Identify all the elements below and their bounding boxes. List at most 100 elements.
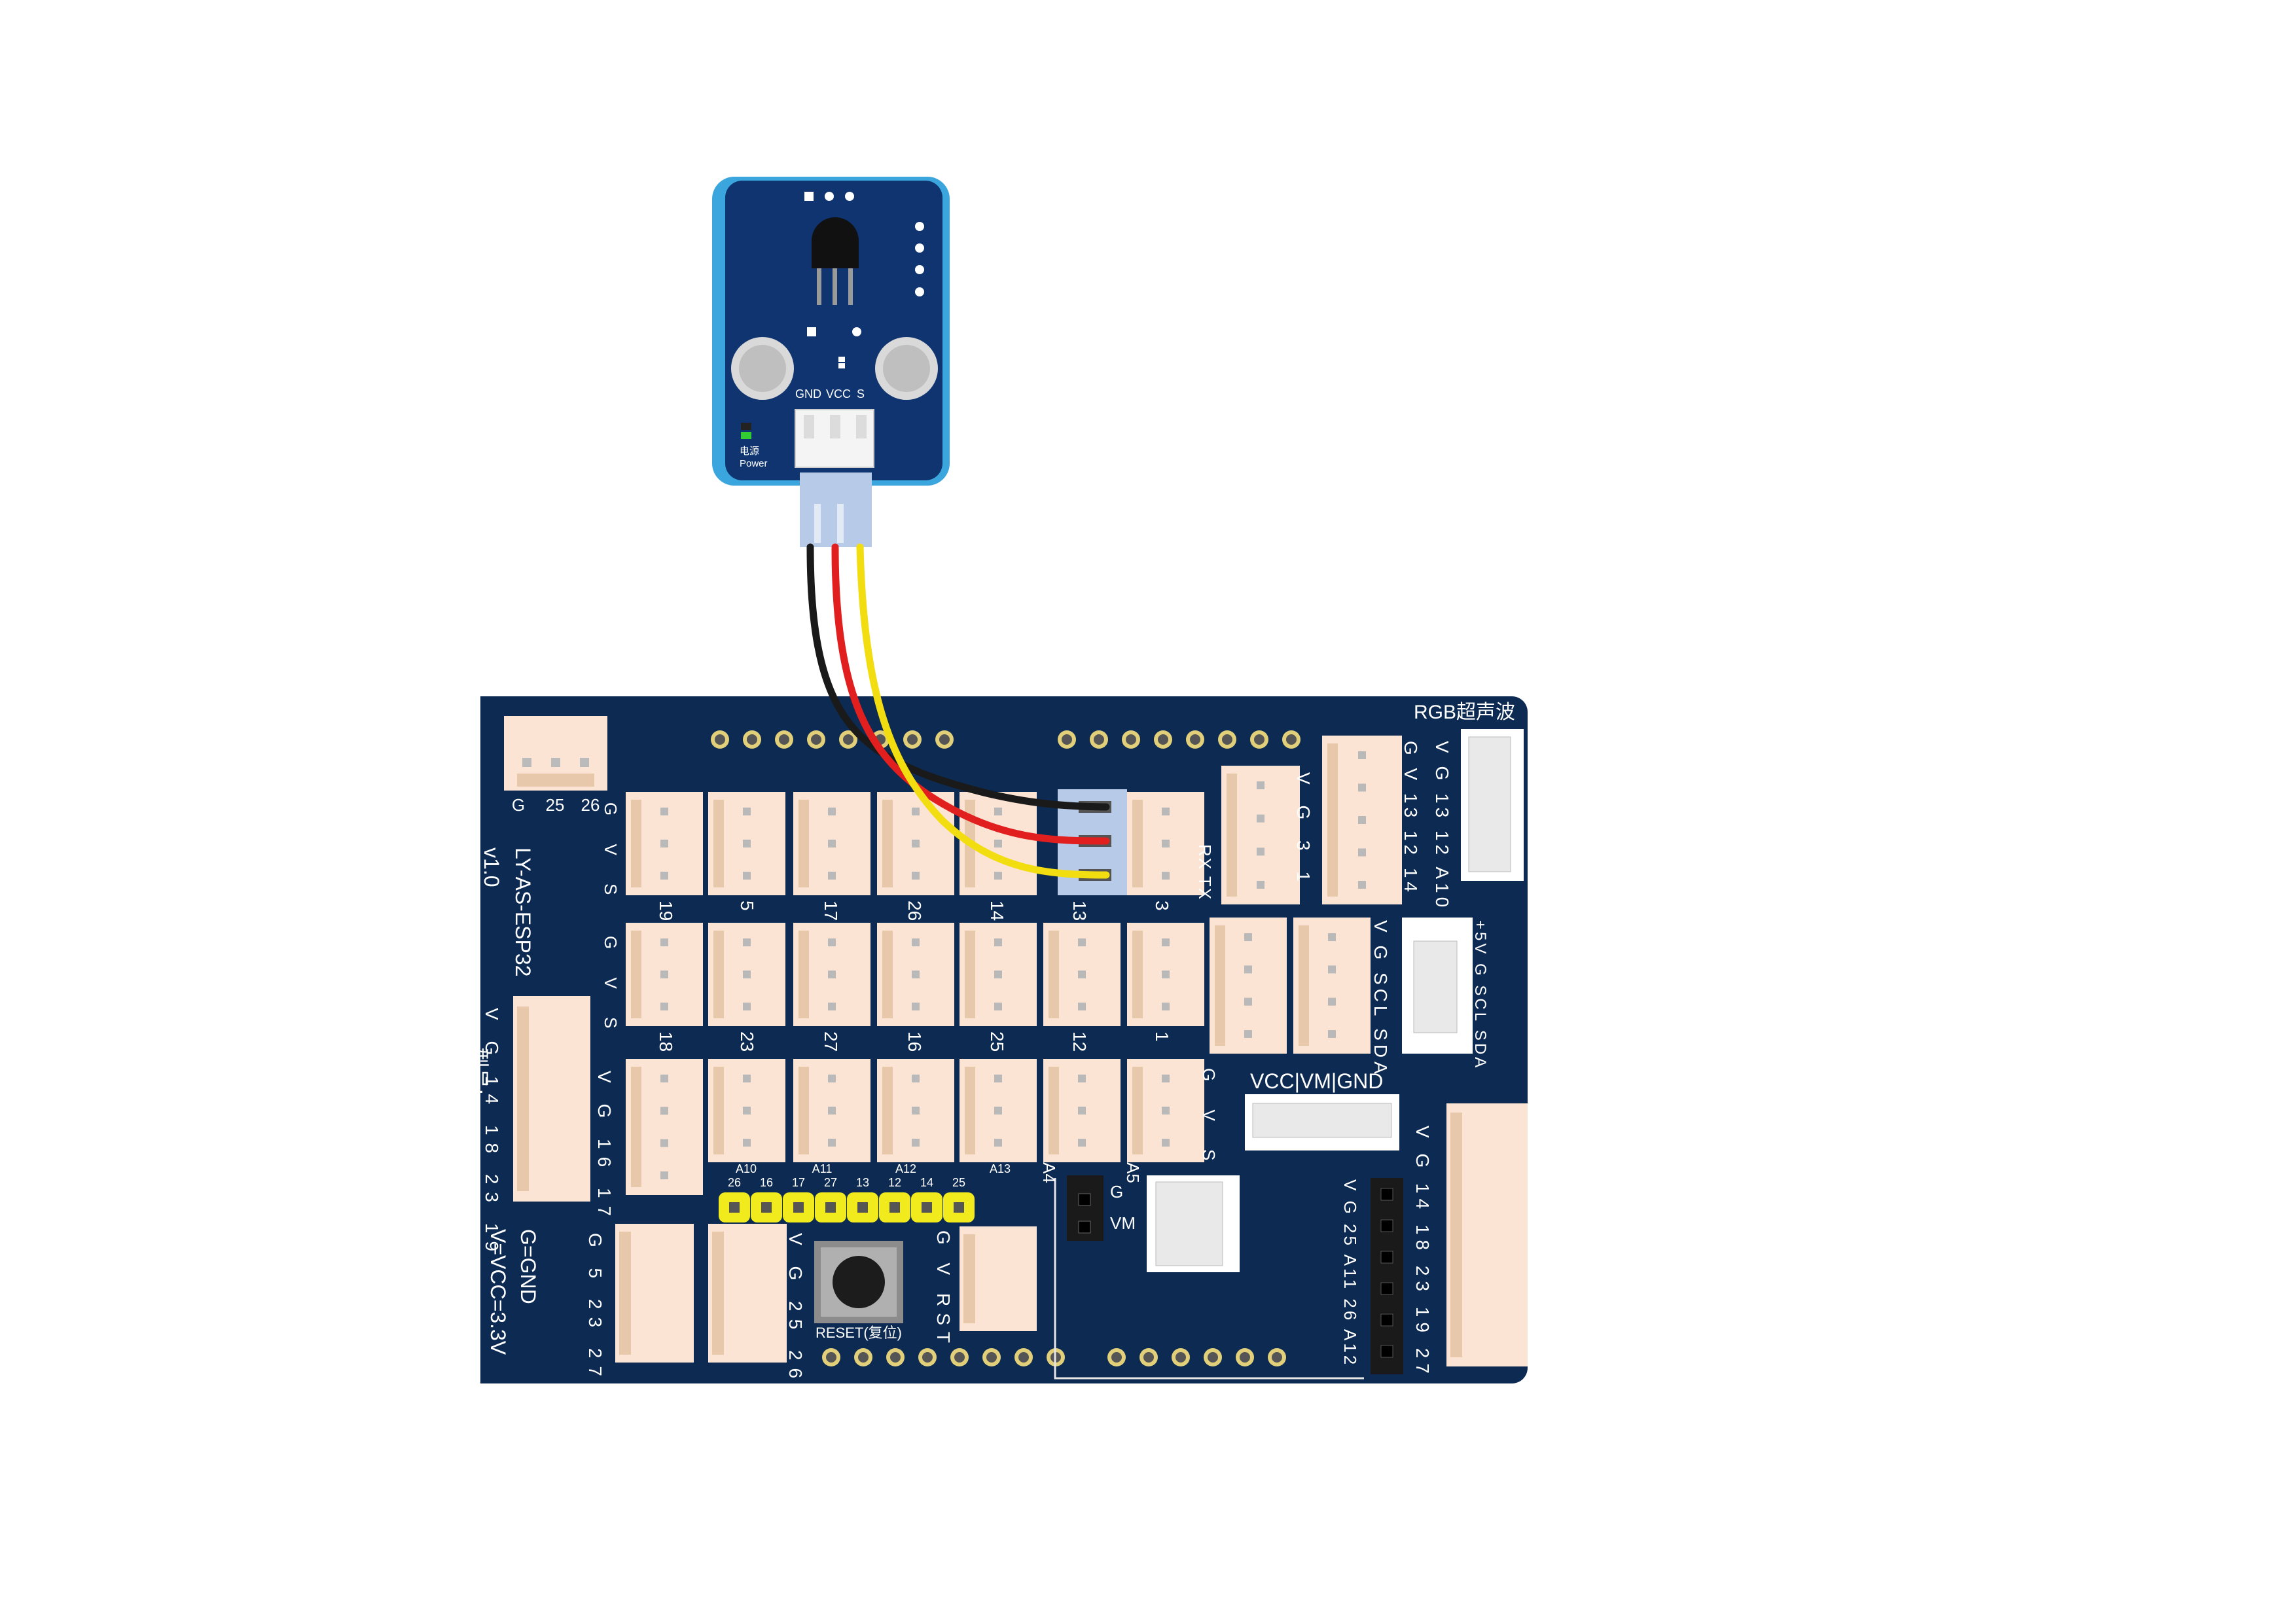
row3-side-label: G V S — [1199, 1068, 1219, 1172]
port-label: 18 — [656, 1031, 676, 1052]
header-hole — [1014, 1348, 1033, 1366]
left-row3-pins-label: V G 16 17 — [594, 1071, 615, 1224]
yellow-pin-header — [719, 1192, 975, 1222]
wire-gnd — [806, 543, 1110, 811]
pin-25-label: 25 — [546, 795, 565, 815]
i2c-side-pins-label: V G SCL SDA — [1371, 920, 1391, 1078]
legend-v-vcc: V=VCC=3.3V — [486, 1229, 510, 1355]
yellow-header-num: 14 — [920, 1176, 933, 1189]
wire-vcc — [831, 543, 1110, 845]
yellow-top-a13: A13 — [990, 1162, 1011, 1175]
female-header-hole — [1380, 1188, 1393, 1201]
yellow-header-pin — [719, 1192, 750, 1222]
grove-connector-row1 — [793, 792, 870, 895]
left-mid-pins-label: V G 14 18 23 19 — [482, 1008, 502, 1259]
header-hole — [1250, 730, 1268, 749]
yellow-header-pin — [943, 1192, 975, 1222]
rst-pins-label: G V RST — [933, 1230, 954, 1349]
yellow-header-num: 17 — [792, 1176, 805, 1189]
header-hole — [775, 730, 793, 749]
port-label: 5 — [737, 901, 757, 911]
header-hole — [918, 1348, 937, 1366]
port-label: 19 — [656, 901, 676, 921]
power-label-en: Power — [740, 458, 768, 469]
power-led-icon — [741, 423, 751, 430]
female-header-hole — [1380, 1282, 1393, 1295]
row2-side-label: G V S — [601, 936, 620, 1040]
vm-g-label: G — [1110, 1182, 1123, 1202]
jumper-wires — [806, 543, 1110, 879]
header-hole — [1107, 1348, 1126, 1366]
port-label: 12 — [1069, 1031, 1090, 1052]
grove-connector-row2 — [626, 923, 703, 1026]
sensor-top-hole — [804, 192, 814, 201]
header-hole — [950, 1348, 969, 1366]
header-hole — [1282, 730, 1300, 749]
header-hole — [1204, 1348, 1222, 1366]
rgb-pins-row2: G V 13 12 14 — [1401, 741, 1421, 896]
legend-g-gnd: G=GND — [516, 1229, 540, 1304]
model-name: LY-AS-ESP32 — [511, 847, 535, 976]
header-hole — [807, 730, 825, 749]
yellow-header-num: 25 — [952, 1176, 965, 1189]
header-hole — [1186, 730, 1204, 749]
grove-connectors — [626, 736, 1402, 1195]
header-hole — [822, 1348, 840, 1366]
grove-connector-row1 — [626, 792, 703, 895]
right-bottom-pins-label: V G 25 A11 26 A12 — [1340, 1179, 1360, 1367]
a5-label: A5 — [1123, 1162, 1143, 1183]
bottom-left-pins-label: G 5 23 27 — [585, 1233, 605, 1384]
grove-connector-row1 — [708, 792, 785, 895]
female-header-hole — [1380, 1313, 1393, 1327]
grove-connector-row3 — [1127, 1059, 1204, 1162]
header-hole — [886, 1348, 905, 1366]
wire-signal — [856, 543, 1110, 879]
yellow-header-num: 12 — [888, 1176, 901, 1189]
grove-connector-row2 — [877, 923, 954, 1026]
yellow-header-num: 13 — [856, 1176, 869, 1189]
header-holes-top — [711, 730, 1300, 749]
row1-side-label: G V S — [601, 802, 620, 906]
header-hole — [1172, 1348, 1190, 1366]
rgb-ultrasonic-title: RGB超声波 — [1414, 702, 1515, 723]
vm-jumper-pin — [1078, 1221, 1091, 1234]
grove-connector-row2 — [1043, 923, 1121, 1026]
header-hole — [1090, 730, 1108, 749]
grove-connector-row2 — [793, 923, 870, 1026]
port-label: 17 — [821, 901, 841, 921]
power-header-title: VCC|VM|GND — [1250, 1069, 1383, 1093]
port-label: 26 — [905, 901, 925, 921]
vm-label: VM — [1110, 1213, 1136, 1233]
header-hole — [854, 1348, 872, 1366]
grove-connector-extra — [1322, 736, 1402, 904]
yellow-top-a11: A11 — [812, 1162, 833, 1175]
grove-connector-row3 — [960, 1059, 1037, 1162]
cable-plug — [800, 473, 872, 547]
female-header-hole — [1380, 1219, 1393, 1232]
yellow-header-num: 27 — [824, 1176, 837, 1189]
temperature-sensor-module: GND VCC S 电源 Power — [712, 177, 950, 547]
sensor-pin-vcc-label: VCC — [826, 387, 851, 401]
header-hole — [935, 730, 954, 749]
grove-connector-row3 — [877, 1059, 954, 1162]
board-version: v1.0 — [480, 847, 503, 887]
yellow-header-num: 16 — [760, 1176, 773, 1189]
header-hole — [1218, 730, 1236, 749]
port-label: 13 — [1069, 901, 1090, 921]
esp32-expansion-board: G 25 26 型号: LY-AS-ESP32 v1.0 G=GND V=VCC… — [467, 696, 1528, 1425]
yellow-header-pin — [815, 1192, 846, 1222]
header-hole — [743, 730, 761, 749]
row1-rxtx-label: RX TX — [1195, 844, 1215, 901]
row1-extra-label: V G 3 1 — [1293, 772, 1314, 889]
model-label: 型号: — [467, 1047, 490, 1095]
port-label: 25 — [987, 1031, 1007, 1052]
female-header-hole — [1380, 1251, 1393, 1264]
yellow-top-a12: A12 — [895, 1162, 916, 1175]
yellow-header-pin — [847, 1192, 878, 1222]
grove-connector-row3 — [793, 1059, 870, 1162]
a4-label: A4 — [1039, 1162, 1059, 1183]
grove-connector-row2 — [708, 923, 785, 1026]
header-hole — [1058, 730, 1076, 749]
